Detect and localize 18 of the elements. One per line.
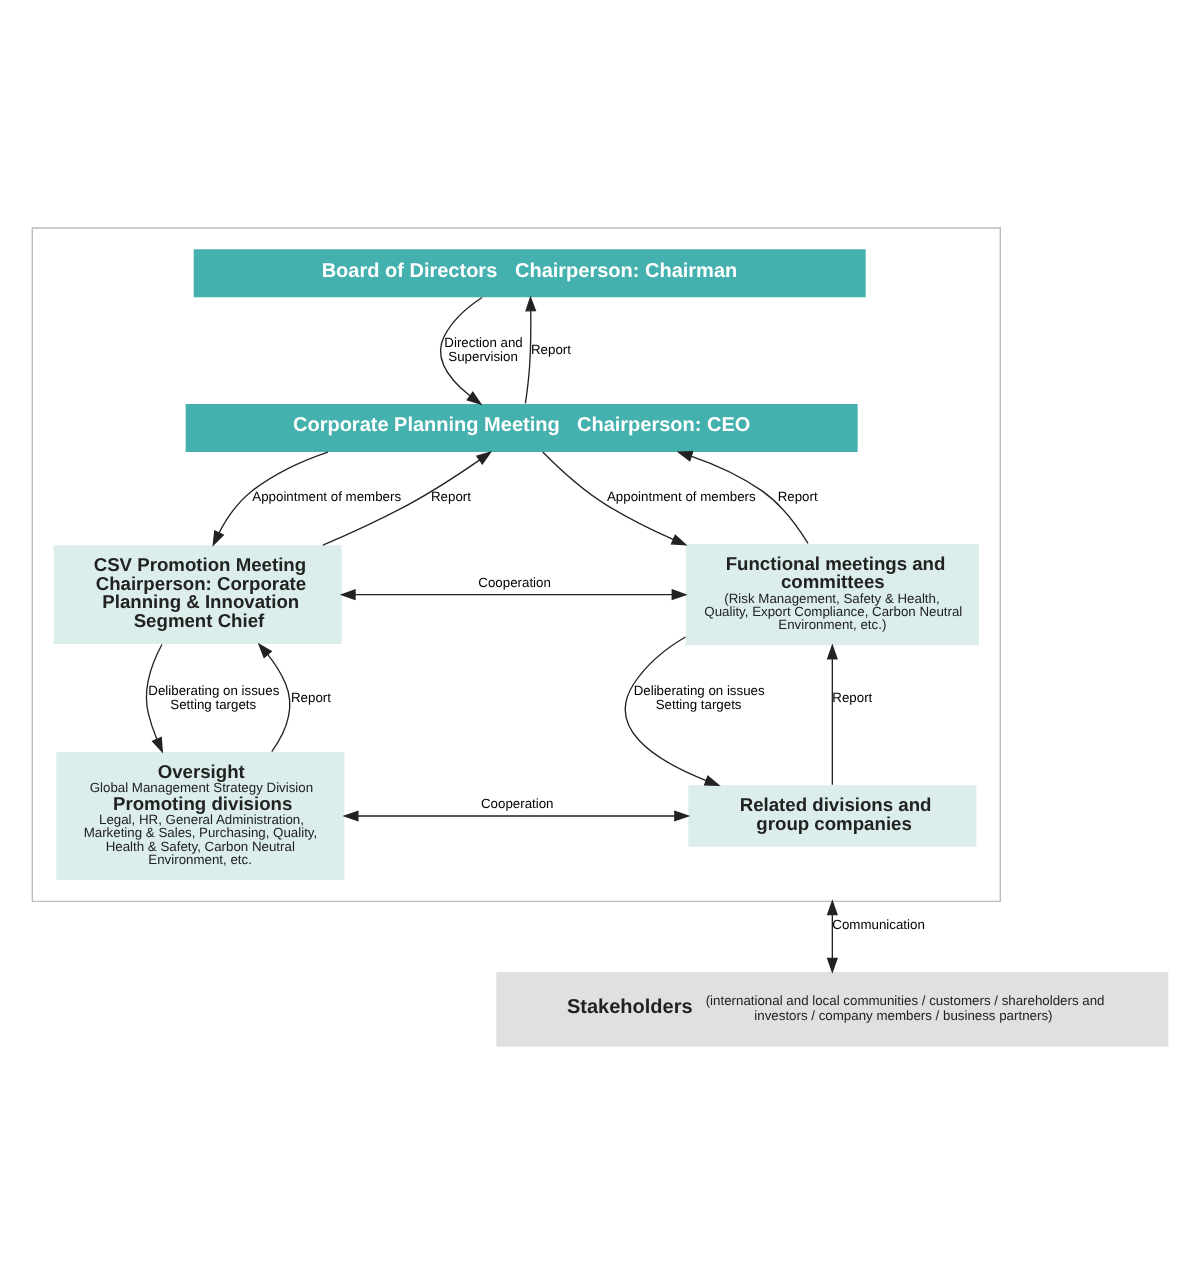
arrow: [322, 451, 493, 546]
node-box: Related divisions and group companies: [688, 785, 977, 847]
cluster: [31, 227, 1001, 902]
arrow: [342, 810, 691, 822]
arrow: [440, 296, 483, 406]
arrow: [524, 295, 537, 405]
arrow: [676, 451, 809, 545]
node-box: CSV Promotion Meeting Chairperson: Corporate Planning & Innovation Segment Chief: [53, 545, 342, 644]
arrow: [826, 899, 838, 974]
arrow: [145, 643, 164, 754]
arrow: [542, 451, 688, 546]
arrow: [826, 643, 838, 786]
arrow: [257, 642, 291, 753]
node-box: Board of Directors Chairperson: Chairman: [193, 249, 866, 298]
node-box: Corporate Planning Meeting Chairperson: CEO: [185, 404, 858, 452]
arrow: [339, 589, 688, 601]
arrow: [212, 451, 329, 547]
arrow: [624, 636, 721, 786]
